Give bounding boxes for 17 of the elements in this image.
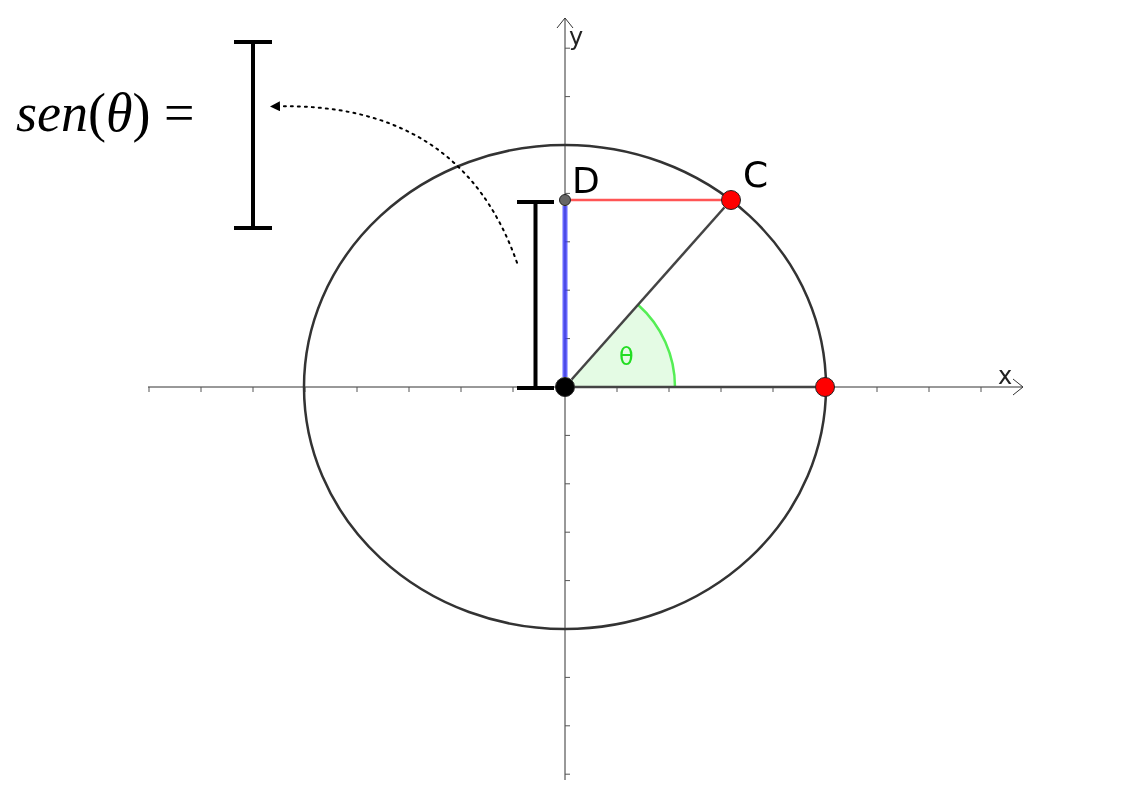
line-segment	[575, 385, 815, 389]
line-segment	[570, 206, 726, 381]
point-marker	[555, 377, 575, 397]
point-marker	[815, 377, 835, 397]
line-segment	[562, 206, 568, 377]
length-bracket	[517, 200, 554, 390]
point-marker	[721, 190, 741, 210]
axis-label: y	[569, 23, 584, 51]
length-bracket	[234, 40, 272, 230]
line-segment	[571, 198, 721, 202]
point-marker	[559, 194, 571, 206]
formula-text: sen(θ) =	[16, 82, 195, 144]
angle-label: θ	[619, 343, 634, 371]
point-label: C	[743, 154, 769, 195]
arrow	[270, 101, 518, 264]
axis-label: x	[998, 362, 1013, 390]
point-label: D	[572, 160, 600, 201]
